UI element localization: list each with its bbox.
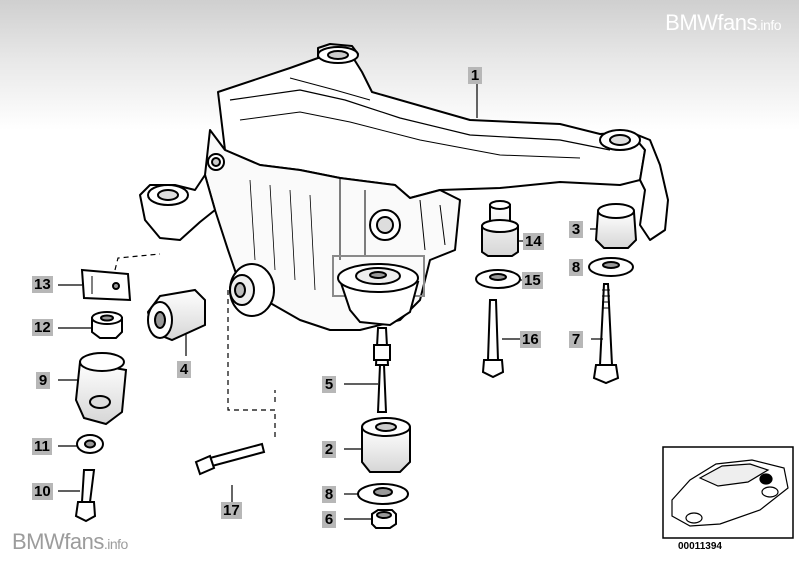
part-11-washer [76, 434, 104, 454]
part-17-bolt [194, 442, 266, 476]
part-6-nut [371, 509, 397, 529]
watermark-top-suffix: .info [757, 17, 781, 33]
callout-part-8-right[interactable]: 8 [569, 259, 583, 276]
callout-part-15[interactable]: 15 [522, 272, 543, 289]
inset-car-thumbnail [662, 446, 794, 539]
callout-part-12[interactable]: 12 [32, 319, 53, 336]
callout-part-11[interactable]: 11 [32, 438, 52, 455]
callout-part-3[interactable]: 3 [569, 221, 583, 238]
callout-part-16[interactable]: 16 [520, 331, 541, 348]
callout-part-1[interactable]: 1 [468, 67, 482, 84]
part-16-bolt [481, 299, 505, 379]
part-8-washer-right [588, 257, 634, 277]
callout-part-9[interactable]: 9 [36, 372, 50, 389]
callout-part-2[interactable]: 2 [322, 441, 336, 458]
part-12-cap [91, 311, 123, 339]
part-9-bushing [74, 352, 128, 426]
callout-part-13[interactable]: 13 [32, 276, 53, 293]
center-mount-bushing [337, 263, 420, 327]
callout-part-8-bottom[interactable]: 8 [322, 486, 336, 503]
frame-bushings [147, 46, 641, 317]
part-7-bolt [592, 283, 620, 385]
part-15-washer [475, 269, 521, 289]
part-13-clip [80, 268, 132, 302]
callout-part-14[interactable]: 14 [523, 233, 544, 250]
callout-part-7[interactable]: 7 [569, 331, 583, 348]
inset-diagram-code: 00011394 [678, 541, 722, 552]
callout-part-6[interactable]: 6 [322, 511, 336, 528]
watermark-bottom: BMWfans.info [12, 529, 128, 555]
callout-part-4[interactable]: 4 [177, 361, 191, 378]
part-8-washer-bottom [357, 483, 409, 505]
watermark-top: BMWfans.info [665, 10, 781, 36]
part-14-bushing [481, 200, 519, 257]
callout-part-10[interactable]: 10 [32, 483, 53, 500]
leader-lines [58, 84, 603, 520]
part-4-bushing [146, 288, 206, 342]
watermark-bottom-brand: BMWfans [12, 529, 104, 554]
part-2-bushing [361, 417, 411, 473]
part-3-bushing [594, 203, 638, 249]
callout-part-17[interactable]: 17 [221, 502, 242, 519]
callout-part-5[interactable]: 5 [322, 376, 336, 393]
part-5-stud [373, 327, 391, 413]
watermark-bottom-suffix: .info [103, 536, 128, 552]
part-10-bolt [74, 469, 97, 523]
watermark-top-brand: BMWfans [665, 10, 758, 35]
